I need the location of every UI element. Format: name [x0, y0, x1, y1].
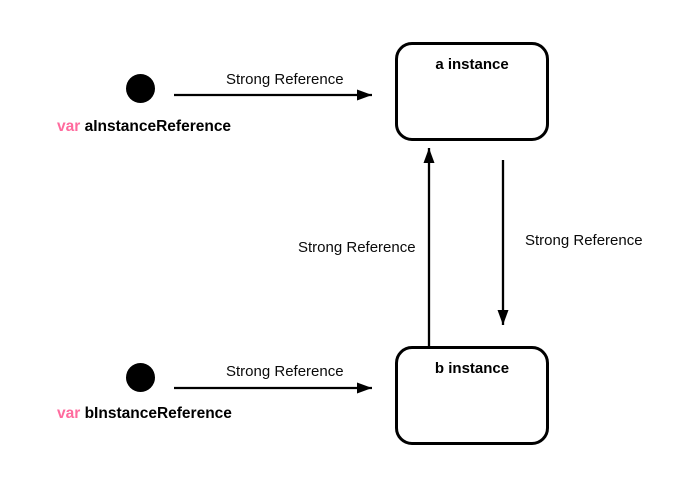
arrow-label-bottom: Strong Reference: [226, 363, 344, 380]
var-declaration-a: var aInstanceReference: [57, 119, 231, 135]
var-name-a: aInstanceReference: [84, 118, 232, 135]
instance-box-b: b instance: [395, 346, 549, 445]
arrow-label-mid-left: Strong Reference: [298, 239, 416, 256]
var-declaration-b: var bInstanceReference: [57, 406, 232, 422]
instance-box-b-title: b instance: [434, 360, 510, 377]
arrow-label-mid-right: Strong Reference: [525, 232, 643, 249]
var-keyword-b: var: [57, 405, 81, 422]
var-keyword-a: var: [57, 118, 81, 135]
var-name-b: bInstanceReference: [84, 405, 232, 422]
reference-dot-b: [126, 363, 155, 392]
reference-dot-a: [126, 74, 155, 103]
arrow-label-top: Strong Reference: [226, 71, 344, 88]
instance-box-a-title: a instance: [435, 56, 509, 73]
instance-box-a: a instance: [395, 42, 549, 141]
